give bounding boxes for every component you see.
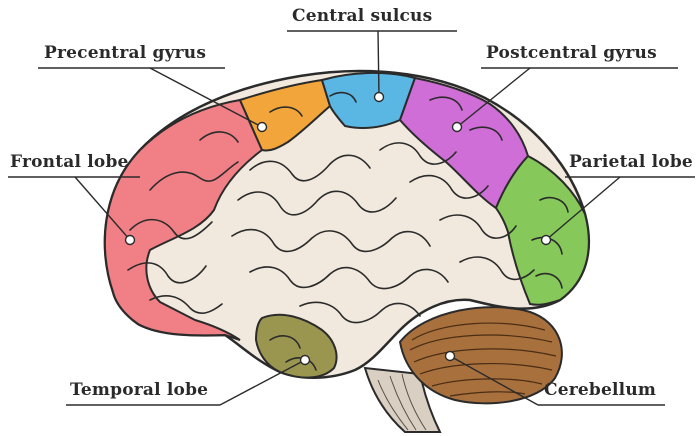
label-parietal-lobe: Parietal lobe [569, 152, 693, 172]
parietal-lobe-marker [542, 236, 551, 245]
label-postcentral-gyrus: Postcentral gyrus [486, 43, 657, 63]
label-central-sulcus: Central sulcus [292, 6, 432, 26]
label-precentral-gyrus: Precentral gyrus [44, 43, 206, 63]
label-temporal-lobe: Temporal lobe [70, 380, 208, 400]
temporal-lobe-marker [301, 356, 310, 365]
frontal-lobe-marker [126, 236, 135, 245]
label-cerebellum: Cerebellum [544, 380, 656, 400]
postcentral-gyrus-marker [453, 123, 462, 132]
central-sulcus-marker [375, 93, 384, 102]
precentral-gyrus-marker [258, 123, 267, 132]
cerebellum-marker [446, 352, 455, 361]
label-frontal-lobe: Frontal lobe [10, 152, 129, 172]
